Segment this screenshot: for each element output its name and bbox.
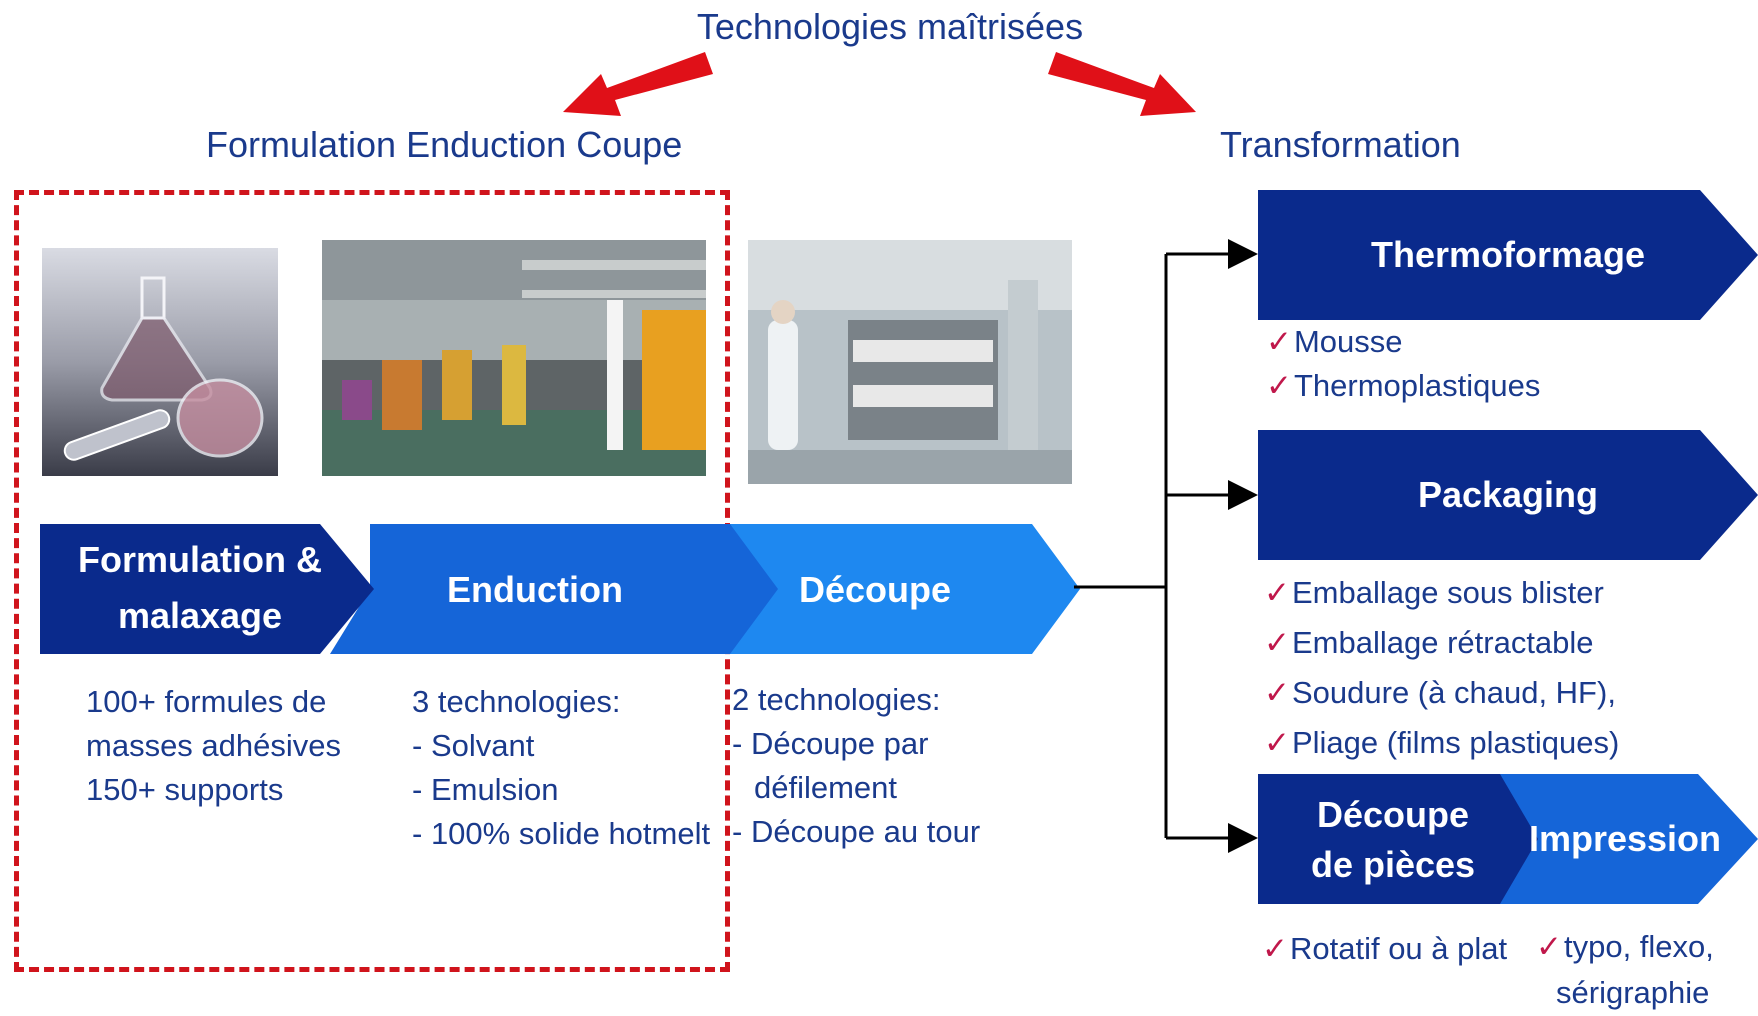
- packaging-checklist: ✓Emballage sous blister ✓Emballage rétra…: [1264, 575, 1620, 760]
- check-icon: ✓: [1266, 324, 1292, 359]
- thermoformage-chevron: [1258, 190, 1758, 320]
- enduction-description: 3 technologies: - Solvant - Emulsion - 1…: [412, 684, 711, 851]
- lab-glassware-photo: [42, 248, 278, 476]
- step-enduction-label: Enduction: [447, 569, 623, 610]
- check-icon: ✓: [1264, 725, 1290, 760]
- chevron-decoupe: [700, 524, 1080, 654]
- right-section-title: Transformation: [1220, 124, 1461, 165]
- decoupe-impression-chevron: [1258, 774, 1758, 904]
- check-icon: ✓: [1266, 368, 1292, 403]
- step-decoupe-label: Découpe: [798, 569, 952, 610]
- process-chevron-bar: [40, 524, 1080, 654]
- impression-label: Impression: [1528, 818, 1722, 859]
- thermoformage-label: Thermoformage: [1370, 234, 1646, 275]
- decoupe-pieces-checklist: ✓Rotatif ou à plat: [1262, 931, 1508, 966]
- slitting-machine-photo: [748, 240, 1072, 484]
- red-arrow-left-icon: [563, 52, 713, 116]
- check-icon: ✓: [1264, 675, 1290, 710]
- packaging-chevron: [1258, 430, 1758, 560]
- check-icon: ✓: [1264, 575, 1290, 610]
- thermoformage-checklist: ✓Mousse ✓Thermoplastiques: [1266, 324, 1541, 403]
- coating-line-photo: [322, 240, 706, 476]
- check-icon: ✓: [1262, 931, 1288, 966]
- check-icon: ✓: [1536, 929, 1562, 964]
- decoupe-description: 2 technologies: - Découpe par défilement…: [732, 682, 981, 849]
- packaging-label: Packaging: [1417, 474, 1599, 515]
- decoupe-pieces-label: Découpe de pièces: [1310, 794, 1476, 885]
- formulation-description: 100+ formules de masses adhésives 150+ s…: [86, 684, 342, 807]
- chevron-formulation: [40, 524, 374, 654]
- impression-checklist: ✓typo, flexo, sérigraphie: [1536, 929, 1714, 1010]
- red-arrow-right-icon: [1048, 52, 1196, 116]
- diagram-title: Technologies maîtrisées: [696, 6, 1084, 47]
- chevron-enduction: [330, 524, 778, 654]
- left-section-title: Formulation Enduction Coupe: [206, 124, 683, 165]
- step-formulation-label: Formulation & malaxage: [78, 539, 322, 636]
- check-icon: ✓: [1264, 625, 1290, 660]
